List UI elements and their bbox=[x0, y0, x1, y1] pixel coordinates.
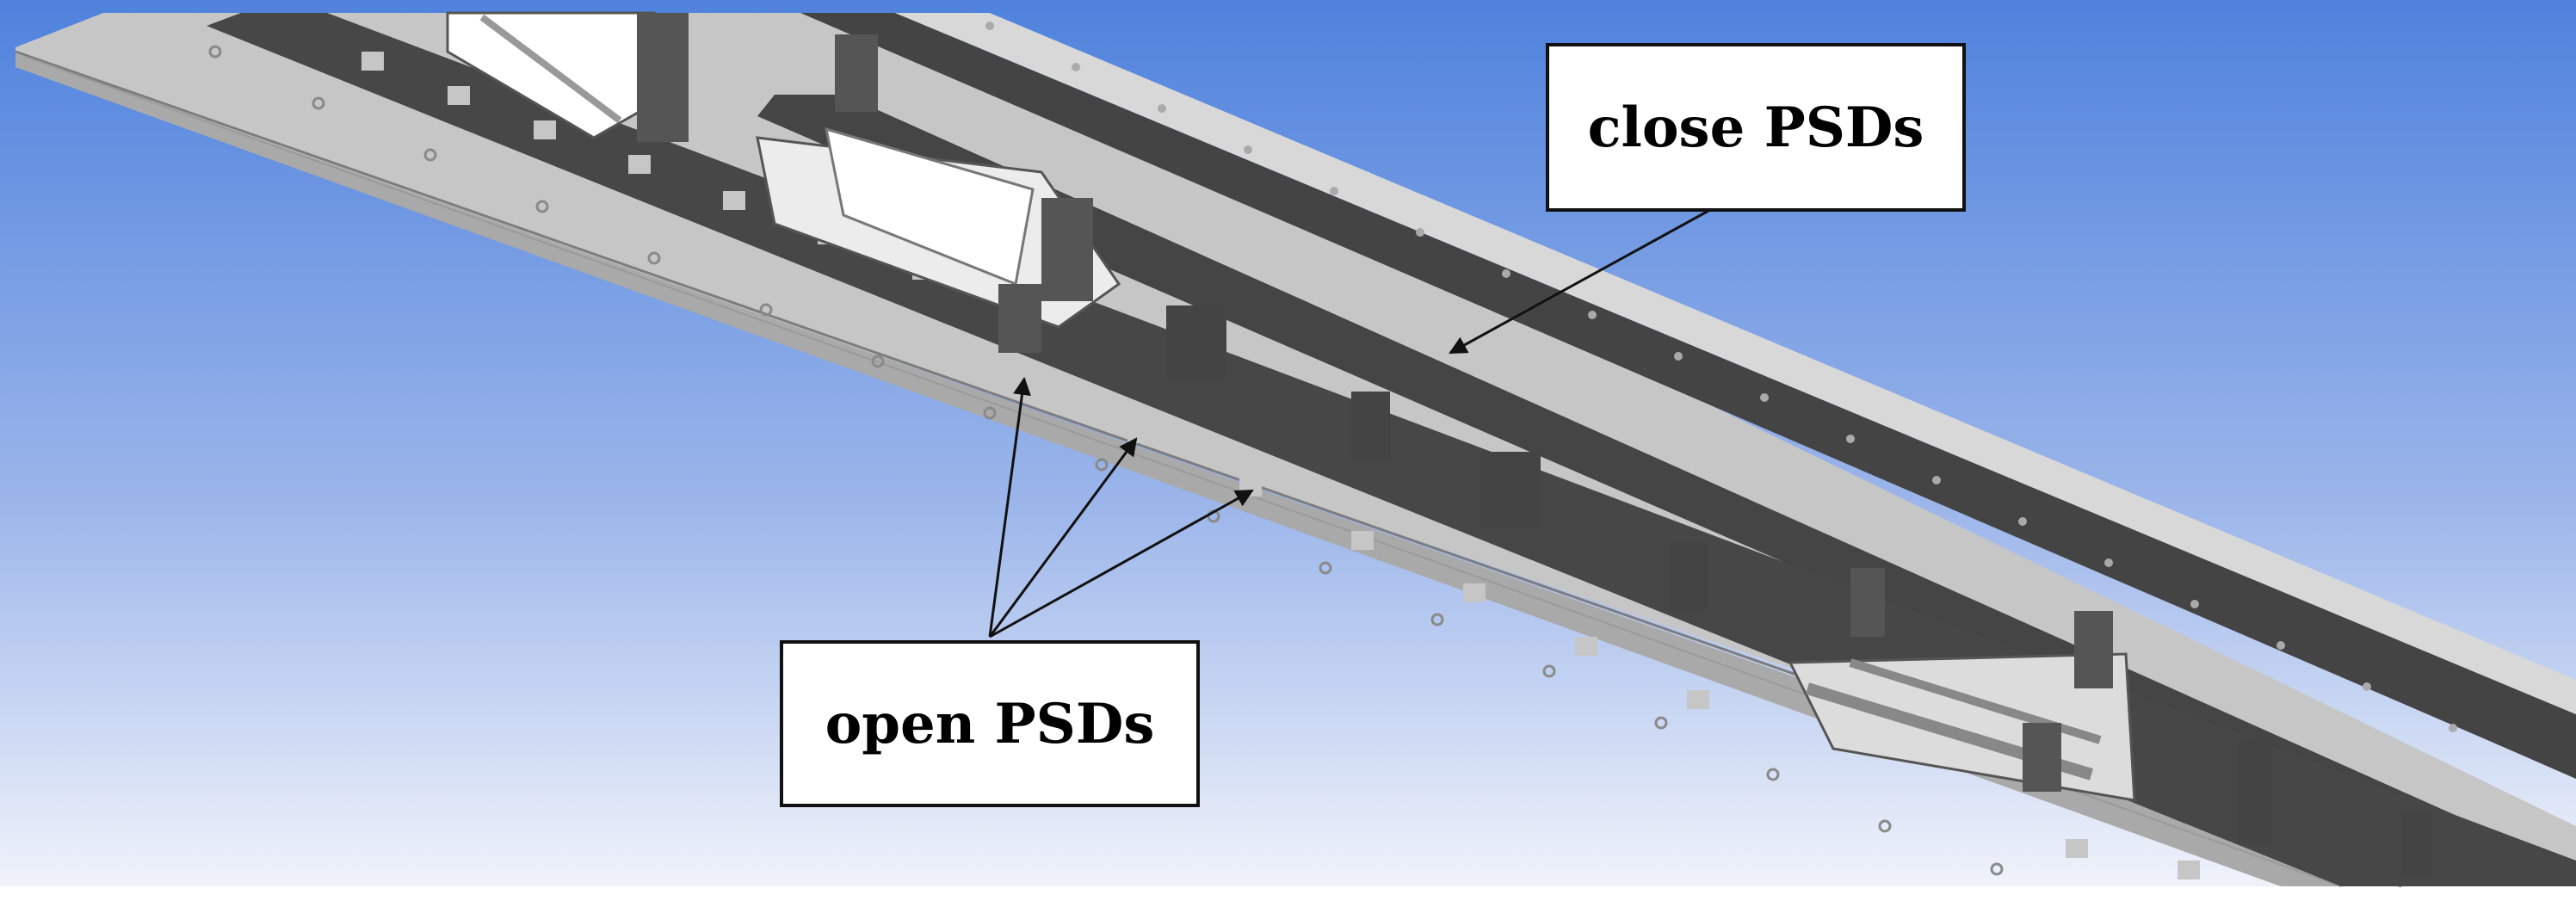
open-psd-arrow-3 bbox=[989, 489, 1254, 639]
stair-structure-right bbox=[1788, 568, 2136, 802]
platform-bolt-holes bbox=[208, 45, 2004, 876]
open-psds-label: open PSDs bbox=[780, 640, 1200, 807]
stair-structure-mid bbox=[756, 34, 1121, 353]
open-psd-arrow-1 bbox=[988, 376, 1031, 638]
upper-bolt-holes bbox=[985, 22, 2457, 732]
bottom-margin bbox=[0, 886, 2576, 907]
open-psd-arrow-2 bbox=[988, 437, 1138, 638]
stair-structure-left bbox=[446, 11, 689, 142]
close-psds-label: close PSDs bbox=[1546, 43, 1966, 212]
close-psds-text: close PSDs bbox=[1587, 95, 1924, 160]
open-psds-text: open PSDs bbox=[825, 691, 1155, 756]
close-psd-arrow bbox=[1449, 209, 1709, 355]
platform-columns bbox=[1166, 305, 2431, 878]
upper-rim bbox=[895, 13, 2576, 714]
